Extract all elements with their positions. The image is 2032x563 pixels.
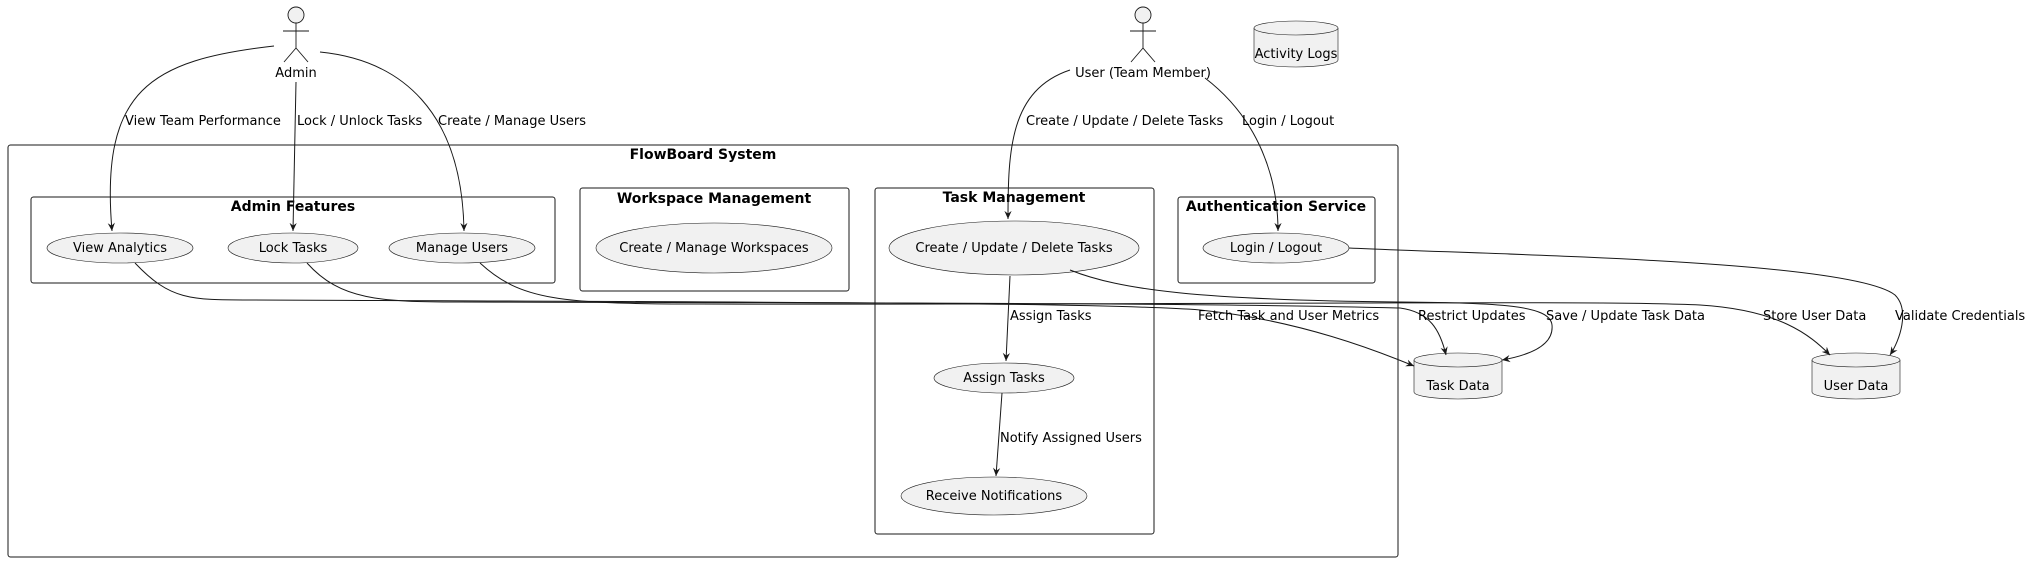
svg-text:Notify Assigned Users: Notify Assigned Users [1000,431,1142,446]
edge-create-manage-users: Create / Manage Users [319,51,586,232]
svg-text:Create / Manage Workspaces: Create / Manage Workspaces [619,241,809,256]
svg-text:Create / Update / Delete Tasks: Create / Update / Delete Tasks [915,241,1112,256]
svg-text:Create / Manage Users: Create / Manage Users [438,114,586,129]
edge-create-update-delete-tasks: Create / Update / Delete Tasks [1004,69,1223,220]
svg-text:Fetch Task and User Metrics: Fetch Task and User Metrics [1198,309,1379,324]
admin-features-package [30,196,556,284]
edge-assign-tasks: Assign Tasks [1002,275,1092,362]
edge-restrict-updates: Restrict Updates [306,262,1526,356]
svg-text:Login / Logout: Login / Logout [1242,114,1334,129]
svg-text:Admin: Admin [275,66,316,81]
database-user-data[interactable]: User Data [1811,352,1901,400]
usecase-assign-tasks[interactable]: Assign Tasks [933,362,1075,394]
edge-login-logout: Login / Logout [1204,77,1334,232]
svg-text:Restrict Updates: Restrict Updates [1418,309,1526,324]
svg-text:Receive Notifications: Receive Notifications [926,489,1063,504]
svg-text:Assign Tasks: Assign Tasks [963,371,1045,386]
svg-text:Validate Credentials: Validate Credentials [1895,309,2025,324]
svg-text:View Team Performance: View Team Performance [125,114,281,129]
svg-text:Store User Data: Store User Data [1763,309,1866,324]
authentication-service-title: Authentication Service [1186,199,1366,215]
system-boundary [7,144,1399,558]
svg-text:Manage Users: Manage Users [416,241,508,256]
authentication-service-package [1177,196,1376,284]
svg-text:User (Team Member): User (Team Member) [1075,66,1211,81]
actor-user-team-member[interactable]: User (Team Member) [1075,6,1211,81]
usecase-lock-tasks[interactable]: Lock Tasks [227,232,359,264]
svg-text:Activity Logs: Activity Logs [1255,47,1338,62]
svg-text:Lock Tasks: Lock Tasks [259,241,328,256]
svg-text:Lock / Unlock Tasks: Lock / Unlock Tasks [297,114,422,129]
edge-notify-assigned-users: Notify Assigned Users [992,392,1142,477]
edge-lock-unlock-tasks: Lock / Unlock Tasks [289,81,422,232]
usecase-create-manage-workspaces[interactable]: Create / Manage Workspaces [595,222,833,274]
workspace-management-title: Workspace Management [617,191,812,207]
edge-fetch-task-user-metrics: Fetch Task and User Metrics [134,262,1415,367]
svg-text:Save / Update Task Data: Save / Update Task Data [1546,309,1705,324]
svg-text:User Data: User Data [1824,379,1889,394]
database-task-data[interactable]: Task Data [1413,352,1503,400]
svg-text:Login / Logout: Login / Logout [1230,241,1322,256]
usecase-manage-users[interactable]: Manage Users [388,232,536,264]
edge-view-team-performance: View Team Performance [107,45,281,232]
system-title: FlowBoard System [630,147,777,163]
svg-text:Task Data: Task Data [1425,379,1489,394]
usecase-login-logout[interactable]: Login / Logout [1202,232,1350,264]
task-management-title: Task Management [943,190,1086,206]
actor-admin[interactable]: Admin [275,6,317,81]
edge-store-user-data: Store User Data [479,262,1866,356]
workspace-management-package [579,187,850,292]
task-management-package [874,187,1155,535]
usecase-create-update-delete-tasks[interactable]: Create / Update / Delete Tasks [888,220,1140,276]
svg-text:View Analytics: View Analytics [73,241,167,256]
svg-text:Create / Update / Delete Tasks: Create / Update / Delete Tasks [1026,114,1223,129]
database-activity-logs[interactable]: Activity Logs [1253,20,1339,68]
edge-save-update-task-data: Save / Update Task Data [1069,269,1705,363]
svg-text:Assign Tasks: Assign Tasks [1010,309,1092,324]
usecase-receive-notifications[interactable]: Receive Notifications [900,476,1088,516]
edge-validate-credentials: Validate Credentials [1348,247,2025,356]
usecase-view-analytics[interactable]: View Analytics [46,232,194,264]
